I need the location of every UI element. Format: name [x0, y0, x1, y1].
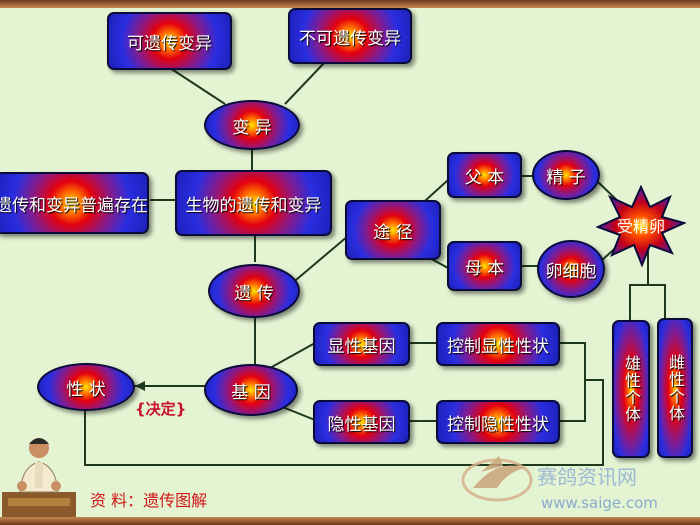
node-heredity-variation: 生物的遗传和变异 [175, 170, 332, 236]
source-label: 资 料：遗传图解 [90, 491, 208, 510]
link-heredity-pathway [289, 235, 349, 286]
node-female: 雌性个体 [657, 318, 693, 458]
node-variation: 变 异 [204, 100, 300, 150]
link-control-bracket [560, 342, 586, 422]
zygote-label: 受精卵 [617, 217, 665, 236]
node-nonheritable-variation: 不可遗传变异 [288, 8, 412, 64]
watermark-url: www.saige.com [541, 494, 658, 512]
node-heritable-variation: 可遗传变异 [107, 12, 232, 70]
node-control-recessive: 控制隐性性状 [436, 400, 560, 444]
link-variation-heritable [169, 67, 226, 105]
node-gene: 基 因 [204, 364, 298, 416]
link-zygote-female [648, 284, 666, 320]
node-heredity: 遗 传 [208, 264, 300, 318]
node-universal: 遗传和变异普遍存在 [0, 172, 149, 234]
watermark-name: 赛鸽资讯网 [537, 465, 637, 489]
link-traits-back [84, 379, 604, 466]
arrow-to-trait [135, 381, 145, 391]
node-recessive-gene: 隐性基因 [313, 400, 410, 444]
node-father: 父 本 [447, 152, 522, 198]
top-border [0, 0, 700, 8]
node-trait: 性 状 [37, 363, 135, 411]
link-gene-dominant [269, 342, 316, 369]
watermark-logo: 赛鸽资讯网 www.saige.com [461, 456, 658, 512]
node-dominant-gene: 显性基因 [313, 322, 410, 366]
node-egg: 卵细胞 [537, 240, 605, 298]
node-pathway: 途 径 [345, 200, 441, 260]
link-zygote-male [629, 250, 649, 320]
link-variation-nonheritable [284, 61, 326, 105]
node-sperm: 精 子 [532, 150, 600, 200]
decide-label: {决定} [135, 400, 187, 418]
node-control-dominant: 控制显性性状 [436, 322, 560, 366]
node-male: 雄性个体 [612, 320, 650, 458]
teacher-figure-icon [2, 438, 76, 520]
node-mother: 母 本 [447, 241, 522, 291]
bottom-border [0, 517, 700, 525]
node-zygote-star: 受精卵 [596, 185, 686, 267]
